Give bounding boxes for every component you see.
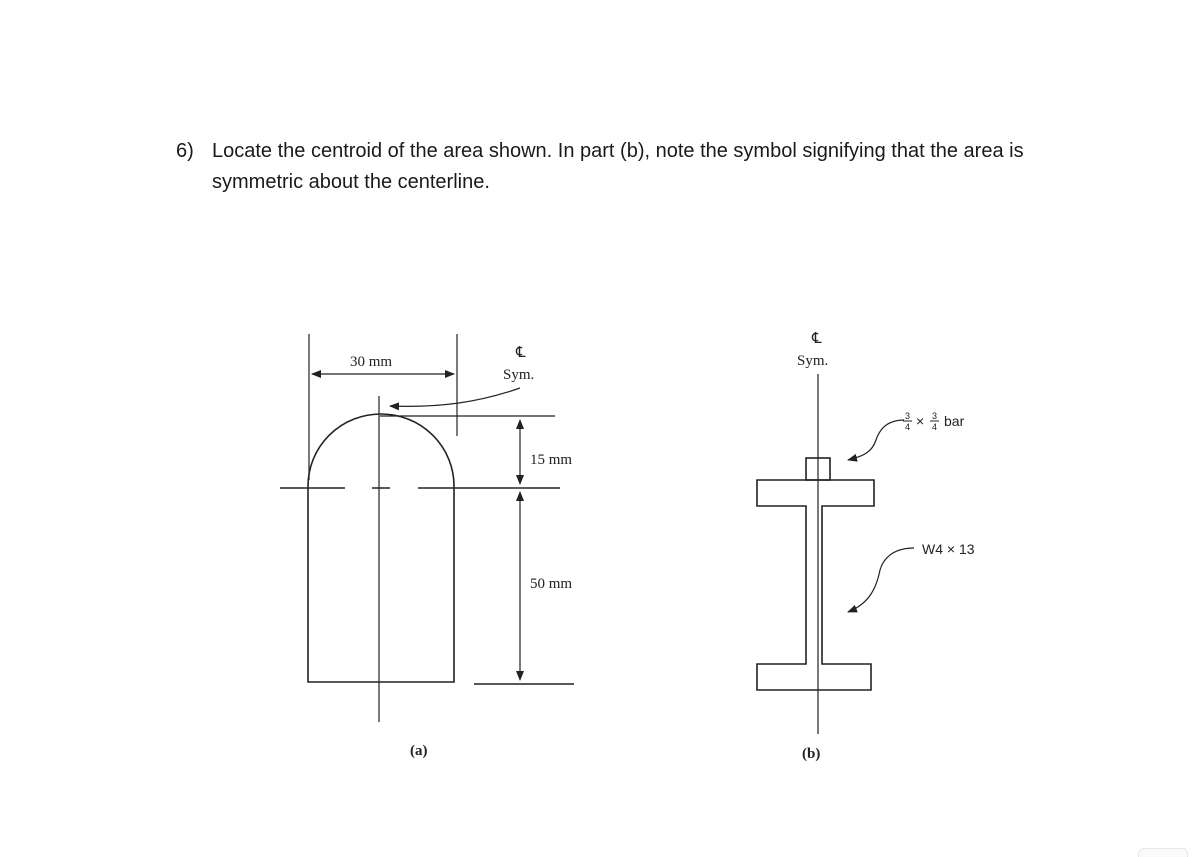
svg-text:×: × [916,413,924,429]
figure-b-i-beam [756,479,875,691]
problem-statement: 6) Locate the centroid of the area shown… [176,136,1076,198]
figure-b-caption: (b) [802,746,820,762]
figure-a-sym-leader [389,387,521,411]
figure-b-beam-label: W4 × 13 [922,541,975,557]
figure-b-centerline-symbol: ℄ [811,331,822,347]
figure-b-beam-leader [847,547,915,613]
corner-widget[interactable] [1138,848,1188,857]
figure-a-sym-label: Sym. [503,367,534,383]
figure-a-arc-height-label: 15 mm [530,452,572,468]
figure-b-sym-label: Sym. [797,353,828,369]
svg-text:4: 4 [932,422,937,432]
figure-a-shape [307,413,455,683]
svg-text:3: 3 [905,411,910,421]
figure-b [756,374,915,734]
figure-b-bar-leader [847,419,905,462]
figure-a-width-label: 30 mm [350,354,392,370]
svg-text:bar: bar [944,413,965,429]
svg-text:4: 4 [905,422,910,432]
figure-a-caption: (a) [410,743,428,759]
figure-a-centerline-symbol: ℄ [515,345,526,361]
svg-text:3: 3 [932,411,937,421]
problem-text: Locate the centroid of the area shown. I… [212,140,1024,193]
figure-a [280,334,574,722]
problem-number: 6) [176,140,194,162]
figure-b-bar-label: 3 4 × 3 4 bar [903,411,965,432]
figure-a-rect-height-label: 50 mm [530,576,572,592]
